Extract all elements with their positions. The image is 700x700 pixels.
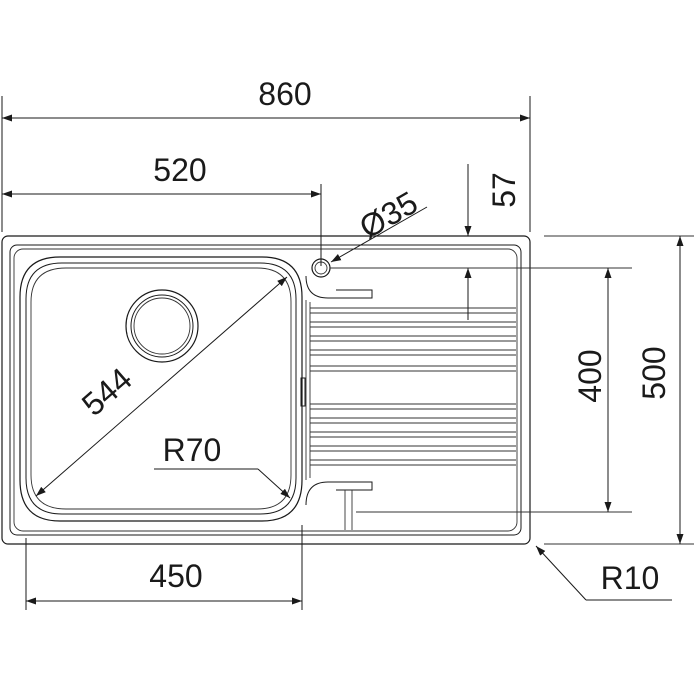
overall-depth-label: 500 bbox=[636, 346, 672, 399]
drainer-depth-label: 400 bbox=[572, 349, 608, 402]
dimension-drainer-depth: 400 bbox=[356, 267, 632, 513]
dimension-bowl-radius: R70 bbox=[154, 432, 291, 499]
dimension-tap-from-edge: 57 bbox=[330, 164, 522, 320]
overall-width-label: 860 bbox=[258, 76, 311, 112]
dimension-tap-offset: 520 bbox=[2, 152, 322, 266]
drainer-board bbox=[305, 275, 516, 530]
bowl-radius-label: R70 bbox=[163, 432, 222, 468]
bowl-diagonal-label: 544 bbox=[75, 361, 139, 423]
dimension-tap-hole: Ø35 bbox=[330, 184, 428, 263]
dimension-bowl-diagonal: 544 bbox=[35, 276, 288, 497]
dimension-overall-depth: 500 bbox=[544, 235, 694, 545]
tap-from-edge-label: 57 bbox=[486, 172, 522, 208]
dimension-corner-radius: R10 bbox=[535, 545, 672, 601]
sink-bowl bbox=[19, 256, 303, 522]
drainer-grooves bbox=[310, 307, 516, 466]
sink-outline bbox=[1, 235, 531, 545]
dimension-overall-width: 860 bbox=[1, 76, 531, 232]
drain-icon bbox=[125, 289, 199, 363]
dimension-bowl-width: 450 bbox=[25, 525, 303, 610]
tap-offset-label: 520 bbox=[153, 152, 206, 188]
corner-radius-label: R10 bbox=[601, 560, 660, 596]
overflow-slot bbox=[300, 377, 306, 407]
bowl-width-label: 450 bbox=[149, 558, 202, 594]
